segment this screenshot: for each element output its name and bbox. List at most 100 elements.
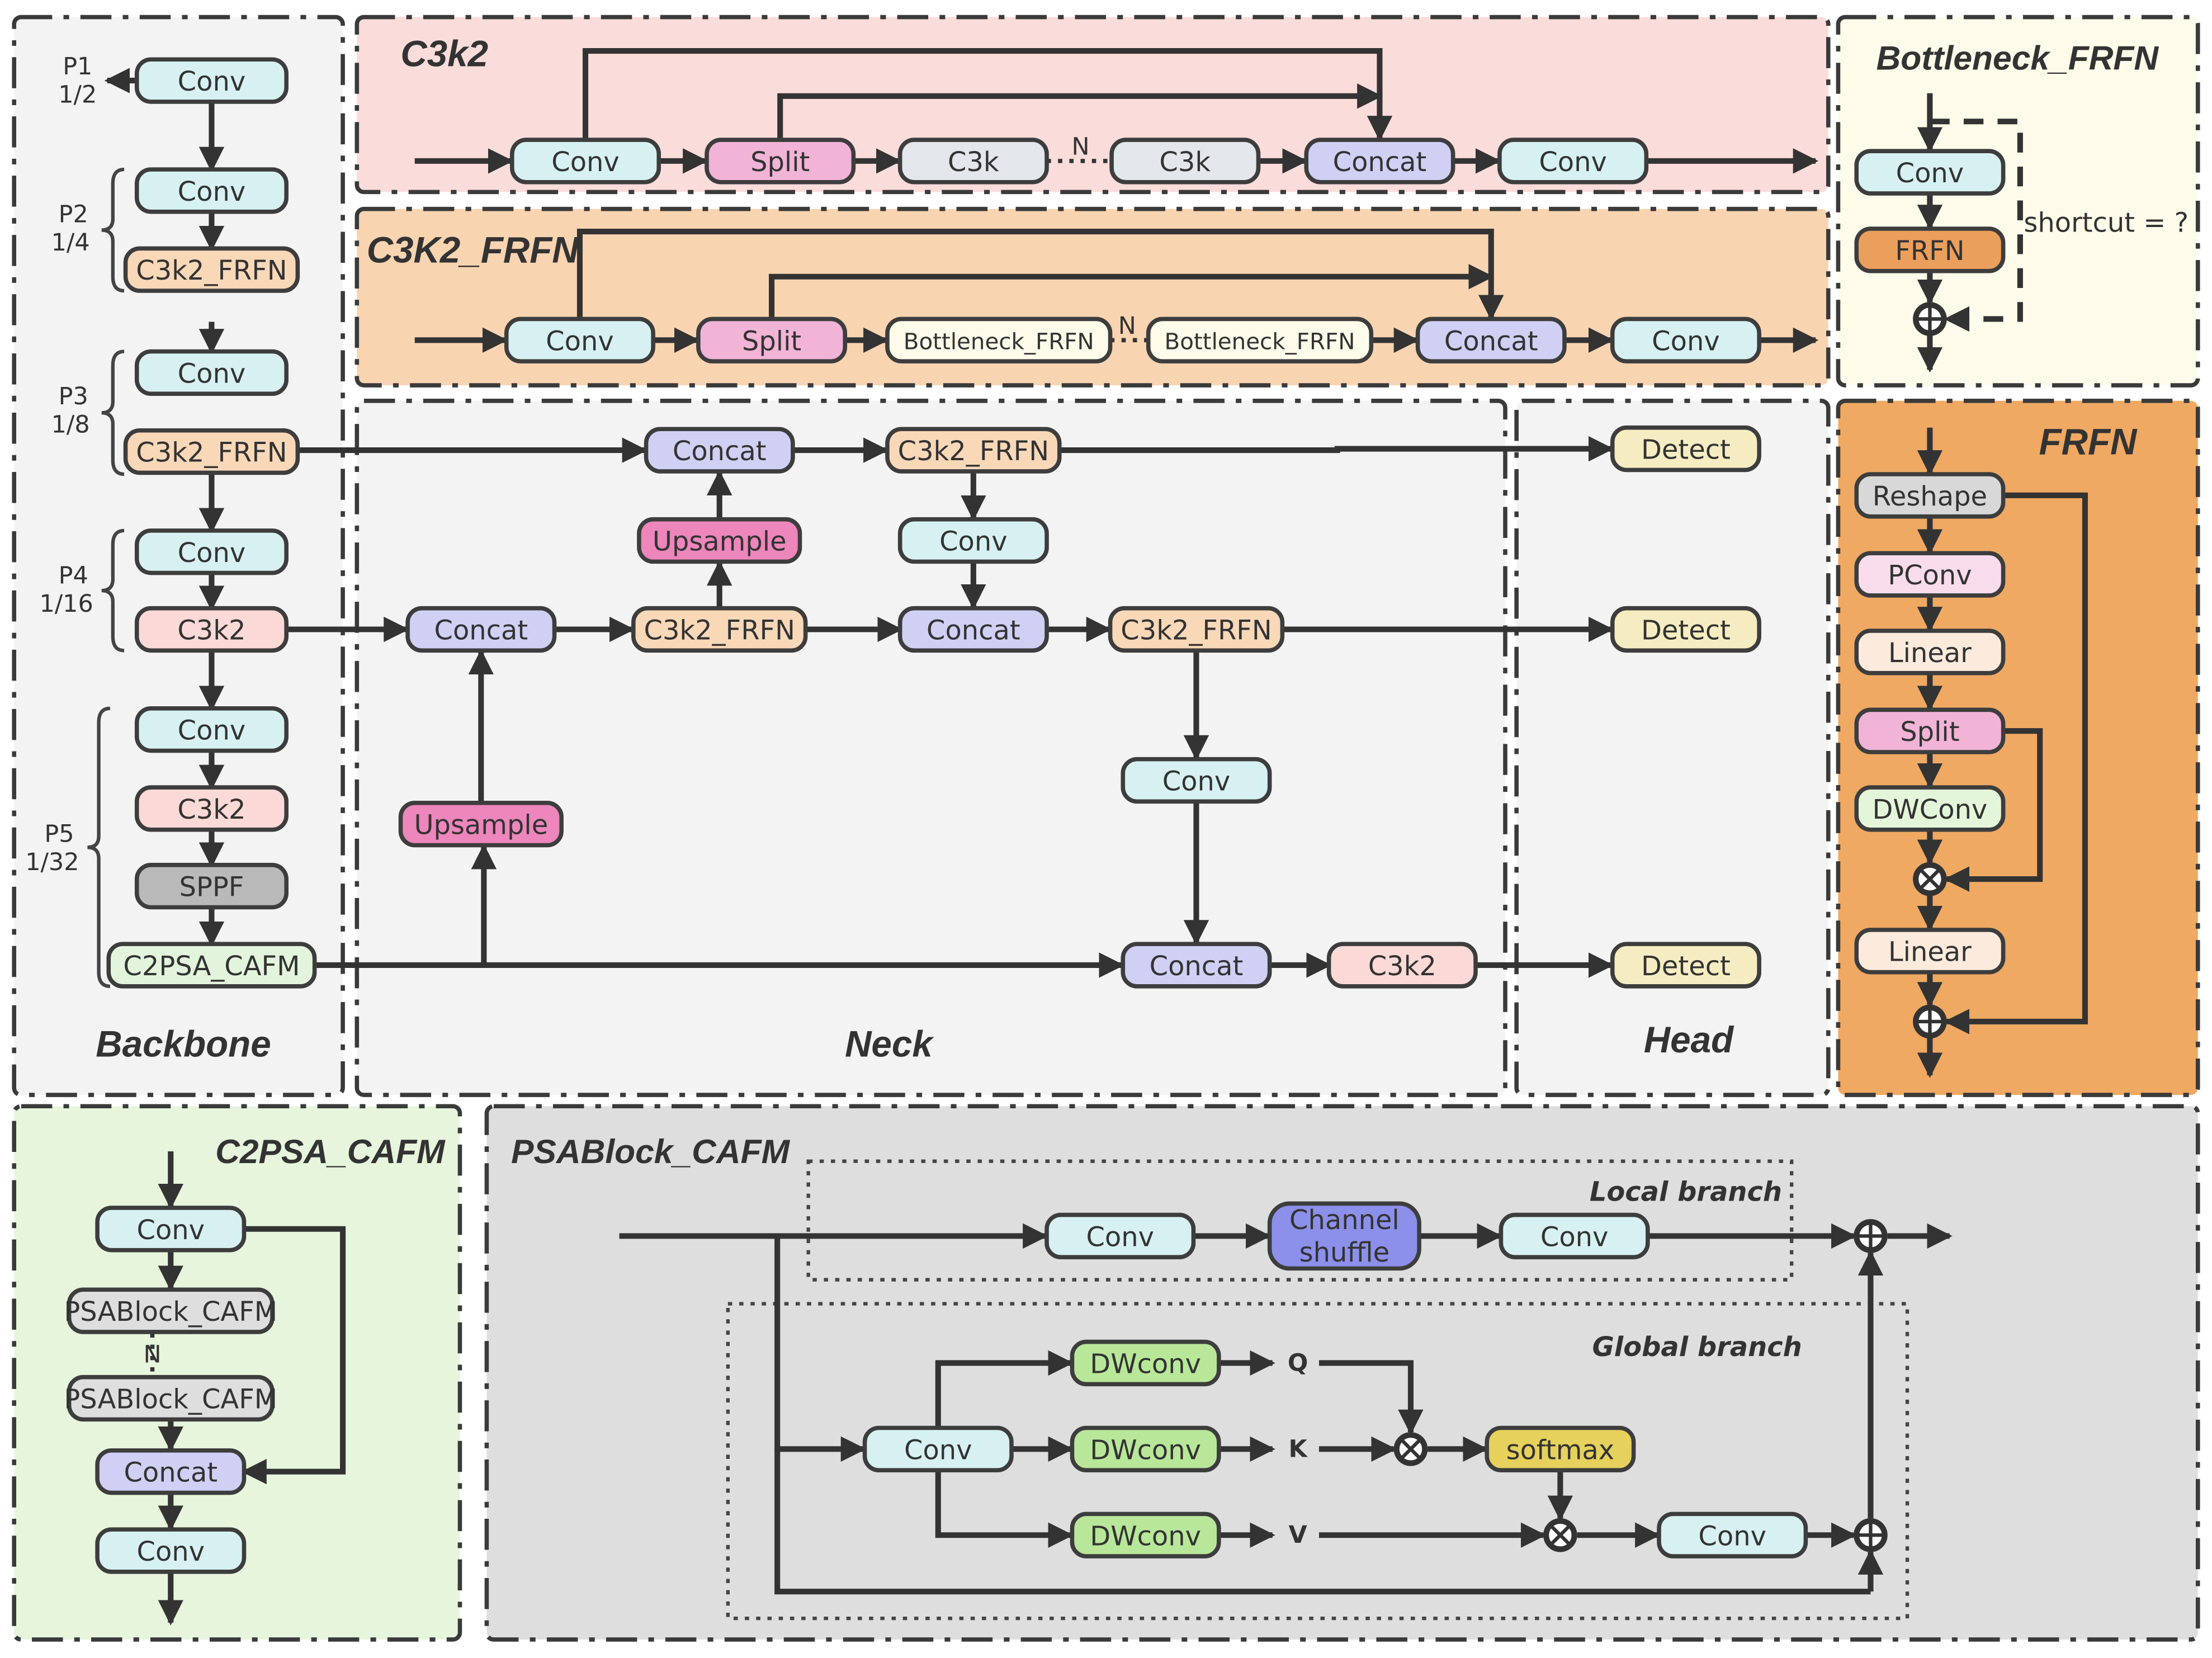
backbone-p4-c3k2-label: C3k2 — [177, 616, 245, 646]
backbone-p5-conv — [134, 706, 289, 753]
neck-concat-bottom-label: Concat — [1150, 951, 1244, 982]
c3k2frfn-bottleneck-2-label: Bottleneck_FRFN — [1165, 328, 1355, 355]
global-conv — [862, 1425, 1014, 1472]
backbone-p4-c3k2 — [134, 606, 289, 653]
bottleneck-frfn-node-label: FRFN — [1895, 236, 1964, 267]
backbone-c2psa-cafm — [106, 942, 317, 989]
c2psa-psablock-1-label: PSABlock_CAFM — [64, 1297, 277, 1328]
backbone-sppf — [134, 863, 289, 910]
c3k2-title: C3k2 — [400, 34, 488, 74]
frfn-linear-1-label: Linear — [1888, 638, 1972, 669]
c3k2-c3k-2 — [1109, 138, 1261, 185]
global-dwconv-k-label: DWconv — [1090, 1435, 1201, 1466]
global-dwconv-q — [1070, 1339, 1221, 1387]
neck-upsample-left — [398, 801, 564, 848]
backbone-p2-conv — [134, 167, 289, 214]
av-multiply-b — [1549, 1524, 1572, 1547]
neck-c3k2-bottom-label: C3k2 — [1368, 951, 1436, 982]
c3k2frfn-conv-out-label: Conv — [1652, 326, 1720, 357]
channel-shuffle — [1267, 1201, 1421, 1271]
local-conv-2 — [1499, 1212, 1650, 1260]
c2psa-concat-label: Concat — [124, 1458, 218, 1489]
conv-to-dwconv-q — [935, 1350, 1074, 1428]
neck-upsample-left-label: Upsample — [414, 810, 548, 841]
neck-c3k2-frfn-left — [631, 606, 808, 653]
bottleneck-shortcut — [1930, 119, 2023, 332]
backbone-p4-conv — [134, 528, 289, 575]
qk-multiply-b — [1400, 1438, 1422, 1461]
neck-panel — [355, 398, 1507, 1097]
head-detect-2 — [1610, 606, 1761, 653]
c3k2-c3k-2-label: C3k — [1159, 147, 1211, 178]
head-detect-2-label: Detect — [1641, 616, 1731, 646]
p5-scale: 1/32 — [25, 848, 79, 876]
neck-c3k2-frfn-left-label: C3k2_FRFN — [644, 616, 795, 646]
c3k2-concat — [1304, 138, 1455, 185]
q-to-multiply — [1318, 1360, 1424, 1435]
global-dwconv-v-label: DWconv — [1090, 1521, 1201, 1552]
frfn-title: FRFN — [2039, 421, 2138, 462]
local-conv-1-label: Conv — [1086, 1222, 1154, 1253]
global-softmax-label: softmax — [1506, 1435, 1615, 1466]
neck-c3k2-frfn-top — [885, 427, 1062, 474]
neck-c3k2-frfn-right — [1108, 606, 1285, 653]
backbone-p4-conv-label: Conv — [178, 538, 246, 569]
c2psa-conv-out — [95, 1527, 247, 1574]
backbone-p1-conv — [134, 57, 289, 104]
neck-conv-mid-label: Conv — [939, 527, 1008, 558]
channel-shuffle-label-1: Channel — [1289, 1205, 1400, 1236]
frfn-split-branch — [1944, 728, 2043, 892]
frfn-dwconv — [1854, 785, 2006, 832]
neck-c3k2-frfn-right-label: C3k2_FRFN — [1121, 616, 1272, 646]
c3k2-conv-in — [510, 138, 661, 185]
shortcut-label: shortcut = ? — [2024, 207, 2189, 238]
c3k2frfn-split-label: Split — [742, 326, 801, 357]
local-branch-box — [806, 1159, 1794, 1282]
frfn-linear-2-label: Linear — [1888, 937, 1972, 968]
neck-upsample-top-label: Upsample — [653, 527, 787, 558]
q-label: Q — [1288, 1349, 1308, 1377]
c3k2-conv-out-label: Conv — [1539, 147, 1607, 178]
c2psa-psablock-2-label: PSABlock_CAFM — [64, 1385, 277, 1415]
bottleneck-conv — [1854, 149, 2006, 196]
neck-concat-top-label: Concat — [673, 436, 767, 467]
neck-c3k2-frfn-top-label: C3k2_FRFN — [898, 436, 1049, 467]
p4-scale: 1/16 — [39, 590, 93, 618]
c3k2-split — [705, 138, 856, 185]
c3k2-split-label: Split — [750, 147, 810, 178]
v-label: V — [1289, 1521, 1307, 1549]
k-label: K — [1289, 1435, 1308, 1463]
neck-conv-mid — [897, 517, 1049, 564]
p3-brace — [101, 349, 125, 476]
neck-c3k2-bottom — [1326, 942, 1478, 989]
c3k2frfn-bottleneck-1-label: Bottleneck_FRFN — [904, 328, 1094, 355]
p5-label: P5 — [44, 820, 74, 848]
backbone-p2-c3k2-frfn-label: C3k2_FRFN — [136, 256, 287, 286]
frfn-pconv-label: PConv — [1888, 560, 1972, 591]
local-branch-title: Local branch — [1590, 1177, 1782, 1208]
global-branch-box — [726, 1302, 1909, 1621]
neck-concat-left — [405, 606, 557, 653]
p2-brace — [101, 167, 125, 293]
c3k2frfn-skip-split — [769, 264, 1494, 319]
c3k2frfn-conv-in-label: Conv — [546, 326, 614, 357]
c3k2-repeat-n: N — [1072, 133, 1090, 161]
c2psa-cafm-title: C2PSA_CAFM — [215, 1132, 446, 1170]
neck-upsample-top — [637, 517, 802, 564]
neck-concat-left-label: Concat — [434, 616, 528, 646]
c2psa-concat — [95, 1448, 247, 1495]
psablock-cafm-title: PSABlock_CAFM — [511, 1132, 790, 1170]
backbone-p2-c3k2-frfn — [123, 246, 300, 293]
c3k2frfn-concat — [1415, 317, 1567, 363]
head-panel — [1514, 398, 1831, 1097]
c3k2frfn-repeat-n: N — [1118, 312, 1136, 340]
c3k2frfn-conv-in — [504, 317, 655, 363]
p2-scale: 1/4 — [51, 229, 90, 257]
frfn-split — [1854, 707, 2006, 754]
c3k2-conv-out — [1497, 138, 1649, 185]
c3k2frfn-conv-out — [1610, 317, 1761, 363]
neck-concat-top — [644, 427, 795, 474]
bottleneck-conv-label: Conv — [1896, 158, 1964, 189]
local-conv-2-label: Conv — [1540, 1222, 1609, 1253]
global-conv-out — [1657, 1511, 1808, 1558]
